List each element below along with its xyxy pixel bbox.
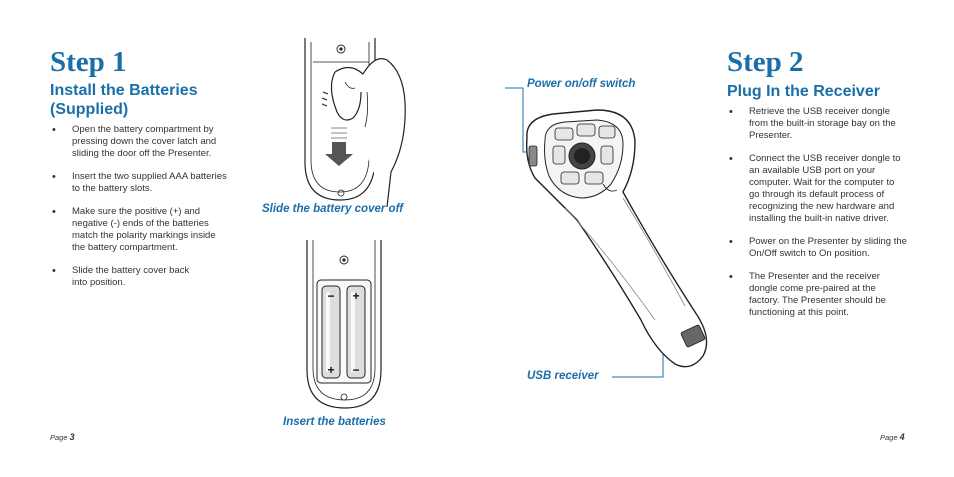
slide-cover-caption: Slide the battery cover off (262, 203, 404, 215)
battery-minus-top: − (327, 289, 334, 303)
insert-batteries-caption: Insert the batteries (283, 416, 386, 428)
step2-bullet-1: Retrieve the USB receiver dongle from th… (727, 106, 899, 142)
step1-bullet-4: Slide the battery cover back into positi… (50, 265, 197, 289)
battery-icon (321, 285, 341, 379)
page-label-right: Page (880, 433, 898, 442)
battery-icon (346, 285, 366, 379)
battery-plus-bottom: + (327, 363, 334, 377)
step1-title: Step 1 (50, 46, 127, 78)
step1-bullet-list: Open the battery compartment by pressing… (50, 124, 228, 300)
step2-bullet-4: The Presenter and the receiver dongle co… (727, 271, 899, 319)
step1-subtitle: Install the Batteries (Supplied) (50, 81, 250, 119)
page-label-left: Page (50, 433, 68, 442)
power-switch-caption: Power on/off switch (527, 78, 636, 90)
usb-receiver-caption: USB receiver (527, 370, 599, 382)
page-number-right: Page 4 (880, 432, 905, 442)
step1-subtitle-line2: (Supplied) (50, 101, 129, 118)
page-number-left: Page 3 (50, 432, 75, 442)
step1-bullet-3: Make sure the positive (+) and negative … (50, 206, 228, 254)
page-number-value-left: 3 (69, 432, 75, 442)
page-number-value-right: 4 (899, 432, 905, 442)
step1-bullet-1: Open the battery compartment by pressing… (50, 124, 228, 160)
step1-subtitle-line1: Install the Batteries (50, 82, 198, 99)
insert-batteries-illustration: − + + − (306, 240, 382, 409)
down-arrow-icon (325, 127, 353, 166)
step1-bullet-2: Insert the two supplied AAA batteries to… (50, 171, 228, 195)
step2-bullet-2: Connect the USB receiver dongle to an av… (727, 153, 901, 225)
hand-icon (330, 58, 406, 208)
slide-cover-illustration (304, 38, 406, 208)
step2-subtitle: Plug In the Receiver (727, 83, 880, 100)
battery-minus-bottom: − (352, 363, 359, 377)
step2-bullet-3: Power on the Presenter by sliding the On… (727, 236, 917, 260)
presenter-device-icon (505, 87, 708, 378)
step2-bullet-list: Retrieve the USB receiver dongle from th… (727, 106, 912, 330)
battery-plus-top: + (352, 289, 359, 303)
step2-title: Step 2 (727, 46, 804, 78)
